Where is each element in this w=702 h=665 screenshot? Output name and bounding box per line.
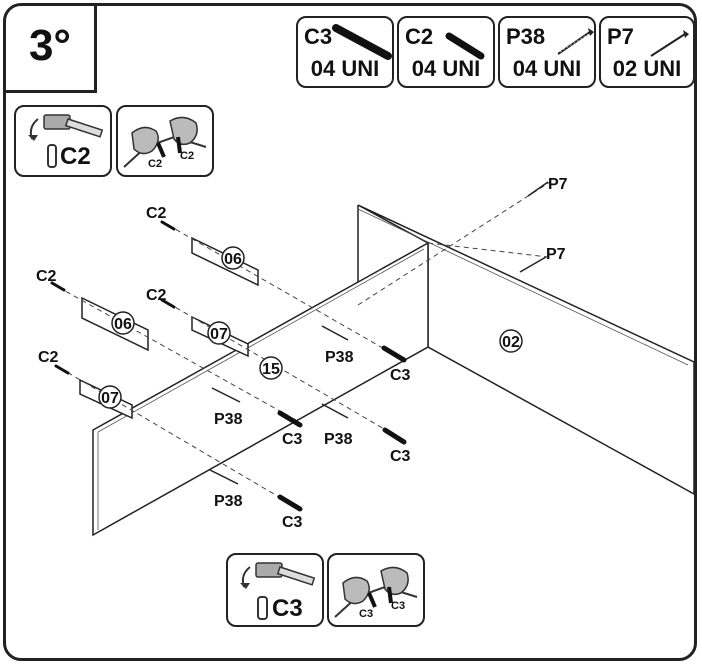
callout-c2: C2 bbox=[146, 205, 167, 222]
hand-insert-icon: C2 C2 bbox=[123, 116, 207, 170]
dowel-large-icon bbox=[332, 24, 392, 60]
callout-c3: C3 bbox=[390, 367, 411, 384]
main-panel bbox=[92, 241, 429, 537]
svg-text:C3: C3 bbox=[391, 600, 405, 612]
panel-number: 07 bbox=[210, 326, 228, 343]
callout-c2: C2 bbox=[146, 287, 167, 304]
svg-text:C2: C2 bbox=[148, 158, 162, 170]
tool-card-hammer-c3: C3 bbox=[226, 553, 324, 627]
svg-text:C3: C3 bbox=[359, 608, 373, 620]
callout-p38: P38 bbox=[214, 411, 243, 428]
step-number: 3° bbox=[28, 21, 72, 70]
callout-c2: C2 bbox=[36, 268, 57, 285]
callout-c2: C2 bbox=[38, 349, 59, 366]
part-code: P7 bbox=[607, 24, 634, 49]
callout-p38: P38 bbox=[325, 349, 354, 366]
panel-number: 06 bbox=[224, 251, 242, 268]
part-qty: 04 UNI bbox=[310, 56, 380, 81]
part-code: P38 bbox=[506, 24, 546, 49]
panel-number: 15 bbox=[262, 361, 280, 378]
tool-dowel-label: C3 bbox=[272, 595, 303, 622]
svg-text:C2: C2 bbox=[180, 150, 194, 162]
panel-number: 06 bbox=[114, 316, 132, 333]
screw-icon bbox=[557, 28, 594, 55]
tool-dowel-label: C2 bbox=[60, 143, 91, 170]
part-qty: 02 UNI bbox=[612, 56, 682, 81]
hammer-icon bbox=[28, 114, 104, 168]
callout-c3: C3 bbox=[282, 514, 303, 531]
tool-card-hand-c2: C2 C2 bbox=[116, 105, 214, 177]
part-card-c2: C2 04 UNI bbox=[397, 16, 495, 88]
part-qty: 04 UNI bbox=[411, 56, 481, 81]
panel-number: 07 bbox=[101, 390, 119, 407]
callout-p38: P38 bbox=[324, 431, 353, 448]
step-number-box: 3° bbox=[3, 3, 97, 93]
part-code: C2 bbox=[405, 24, 434, 49]
panel-number: 02 bbox=[502, 334, 520, 351]
part-qty: 04 UNI bbox=[512, 56, 582, 81]
tool-card-hammer-c2: C2 bbox=[14, 105, 112, 177]
instruction-frame bbox=[3, 3, 697, 661]
callout-c3: C3 bbox=[390, 448, 411, 465]
part-card-c3: C3 04 UNI bbox=[296, 16, 394, 88]
hammer-icon bbox=[240, 562, 316, 620]
callout-c3: C3 bbox=[282, 431, 303, 448]
hand-insert-icon: C3 C3 bbox=[334, 566, 418, 620]
callout-p7: P7 bbox=[548, 176, 568, 193]
part-card-p7: P7 02 UNI bbox=[599, 16, 695, 88]
callout-p38: P38 bbox=[214, 493, 243, 510]
callout-p7: P7 bbox=[546, 246, 566, 263]
part-code: C3 bbox=[304, 24, 333, 49]
part-card-p38: P38 04 UNI bbox=[498, 16, 596, 88]
dowel-small-icon bbox=[445, 32, 485, 60]
tool-card-hand-c3: C3 C3 bbox=[327, 553, 425, 627]
nail-icon bbox=[650, 30, 689, 57]
